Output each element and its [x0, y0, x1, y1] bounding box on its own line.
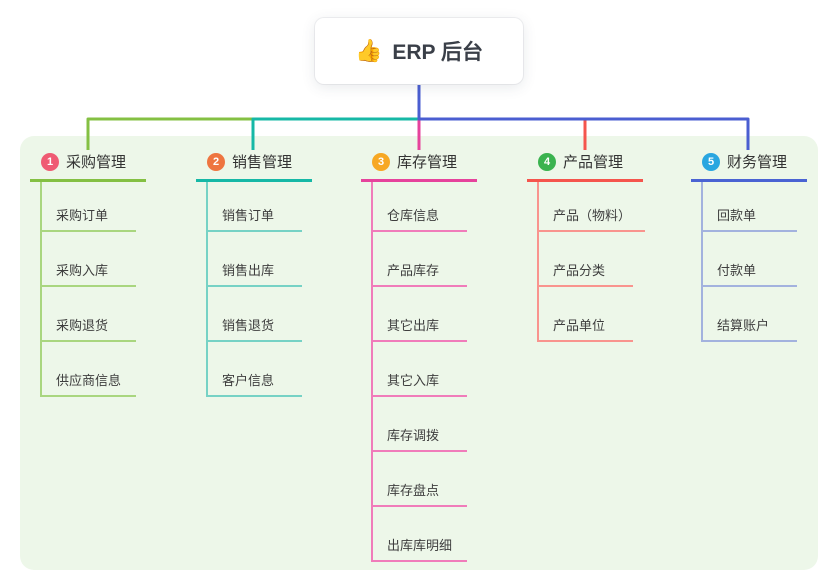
child-node[interactable]: 销售退货	[206, 287, 302, 342]
child-node-label: 采购退货	[56, 318, 109, 333]
child-node-label: 回款单	[717, 208, 757, 223]
child-node[interactable]: 采购退货	[40, 287, 136, 342]
branch-number-badge: 3	[372, 152, 390, 171]
child-node[interactable]: 结算账户	[701, 287, 797, 342]
branch-number-badge: 4	[538, 152, 556, 171]
child-node[interactable]: 产品分类	[537, 232, 633, 287]
child-node-label: 付款单	[717, 263, 757, 278]
branch-title-inventory[interactable]: 3 库存管理	[361, 149, 477, 182]
child-node-label: 销售订单	[222, 208, 275, 223]
child-node[interactable]: 采购入库	[40, 232, 136, 287]
child-node[interactable]: 供应商信息	[40, 342, 136, 397]
child-node[interactable]: 销售出库	[206, 232, 302, 287]
child-node-label: 销售退货	[222, 318, 275, 333]
branch-title-label: 财务管理	[727, 154, 788, 171]
child-node[interactable]: 仓库信息	[371, 182, 467, 232]
branch-children: 销售订单销售出库销售退货客户信息	[206, 182, 312, 397]
child-node[interactable]: 库存调拨	[371, 397, 467, 452]
child-node-label: 库存盘点	[387, 483, 440, 498]
child-node-label: 其它出库	[387, 318, 440, 333]
branch-number-badge: 1	[41, 152, 59, 171]
branch-title-label: 销售管理	[232, 154, 293, 171]
child-node[interactable]: 采购订单	[40, 182, 136, 232]
child-node-label: 产品（物料）	[553, 208, 632, 223]
branch-number-badge: 5	[702, 152, 720, 171]
child-node-label: 结算账户	[717, 318, 770, 333]
root-node[interactable]: 👍 ERP 后台	[315, 18, 523, 84]
child-node-label: 其它入库	[387, 373, 440, 388]
branch-product: 4 产品管理产品（物料） 产品分类产品单位	[527, 149, 646, 342]
branch-title-label: 产品管理	[563, 154, 624, 171]
child-node[interactable]: 其它出库	[371, 287, 467, 342]
child-node-label: 产品分类	[553, 263, 606, 278]
branches-background-panel	[20, 136, 818, 570]
branch-children: 回款单付款单结算账户	[701, 182, 807, 342]
root-node-label: ERP 后台	[392, 41, 484, 64]
child-node-label: 产品单位	[553, 318, 606, 333]
branch-children: 采购订单采购入库采购退货供应商信息	[40, 182, 146, 397]
branch-children: 产品（物料） 产品分类产品单位	[537, 182, 646, 342]
child-node-label: 供应商信息	[56, 373, 122, 388]
branch-title-sales[interactable]: 2 销售管理	[196, 149, 312, 182]
child-node[interactable]: 产品（物料）	[537, 182, 646, 232]
child-node-label: 客户信息	[222, 373, 275, 388]
child-node-label: 产品库存	[387, 263, 440, 278]
branch-children: 仓库信息产品库存其它出库其它入库库存调拨库存盘点出库库明细	[371, 182, 477, 562]
thumbs-up-icon: 👍	[354, 38, 383, 63]
branch-title-label: 采购管理	[66, 154, 127, 171]
branch-purchase: 1 采购管理采购订单采购入库采购退货供应商信息	[30, 149, 146, 397]
child-node[interactable]: 库存盘点	[371, 452, 467, 507]
branch-finance: 5 财务管理回款单付款单结算账户	[691, 149, 807, 342]
branch-title-product[interactable]: 4 产品管理	[527, 149, 643, 182]
branch-title-finance[interactable]: 5 财务管理	[691, 149, 807, 182]
child-node[interactable]: 付款单	[701, 232, 797, 287]
child-node[interactable]: 客户信息	[206, 342, 302, 397]
branch-sales: 2 销售管理销售订单销售出库销售退货客户信息	[196, 149, 312, 397]
child-node-label: 仓库信息	[387, 208, 440, 223]
child-node-label: 采购入库	[56, 263, 109, 278]
branch-inventory: 3 库存管理仓库信息产品库存其它出库其它入库库存调拨库存盘点出库库明细	[361, 149, 477, 562]
child-node[interactable]: 销售订单	[206, 182, 302, 232]
child-node[interactable]: 产品单位	[537, 287, 633, 342]
child-node[interactable]: 产品库存	[371, 232, 467, 287]
child-node-label: 库存调拨	[387, 428, 440, 443]
child-node-label: 出库库明细	[387, 538, 453, 553]
child-node[interactable]: 出库库明细	[371, 507, 467, 562]
branch-title-label: 库存管理	[397, 154, 458, 171]
child-node[interactable]: 其它入库	[371, 342, 467, 397]
child-node-label: 销售出库	[222, 263, 275, 278]
branch-number-badge: 2	[207, 152, 225, 171]
branch-title-purchase[interactable]: 1 采购管理	[30, 149, 146, 182]
child-node-label: 采购订单	[56, 208, 109, 223]
child-node[interactable]: 回款单	[701, 182, 797, 232]
